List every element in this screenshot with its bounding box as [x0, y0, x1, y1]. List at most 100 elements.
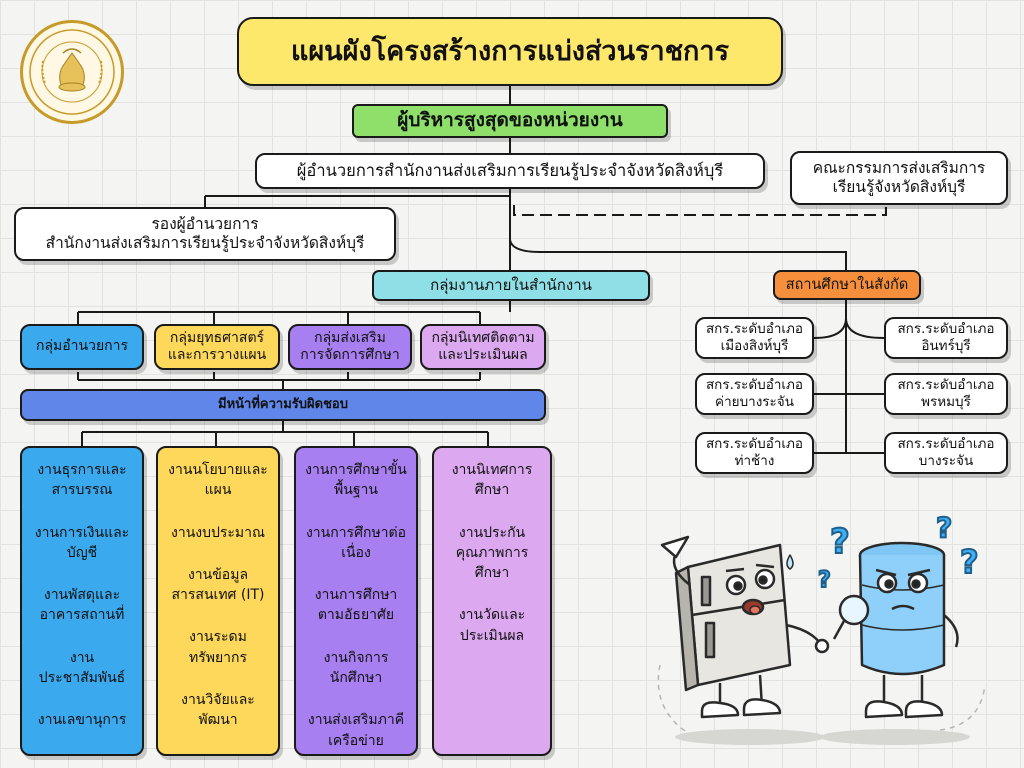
units-header: สถานศึกษาในสังกัด: [773, 270, 921, 300]
duties-column-strategy: งานนโยบายและแผน งานงบประมาณ งานข้อมูลสาร…: [156, 446, 280, 756]
duty-line: งานกิจการ: [323, 649, 389, 666]
duty-line: งานวัดและ: [458, 607, 526, 624]
svg-text:?: ?: [818, 568, 831, 593]
group-label-line1: กลุ่มส่งเสริม: [314, 329, 386, 346]
duty-item: งานประกันคุณภาพการศึกษา: [440, 523, 544, 584]
duty-line: เนื่อง: [341, 544, 371, 561]
responsibility-label: มีหน้าที่ความรับผิดชอบ: [218, 396, 348, 412]
duty-line: งานธุรการและ: [37, 462, 127, 478]
duty-line: ศึกษา: [474, 482, 510, 499]
group-education-promotion: กลุ่มส่งเสริม การจัดการศึกษา: [288, 324, 412, 370]
director-box: ผู้อำนวยการสำนักงานส่งเสริมการเรียนรู้ปร…: [255, 153, 765, 189]
responsibility-bar: มีหน้าที่ความรับผิดชอบ: [20, 389, 546, 421]
duty-line: แผน: [204, 482, 232, 499]
duty-item: งานการศึกษาตามอัธยาศัย: [302, 585, 410, 626]
duty-line: งานระดม: [189, 629, 247, 646]
duty-line: งานพัสดุและ: [43, 587, 121, 604]
duty-line: อาคารสถานที่: [39, 607, 125, 624]
group-administration: กลุ่มอำนวยการ: [20, 324, 144, 370]
group-label-line1: กลุ่มนิเทศติดตาม: [431, 329, 535, 346]
duty-line: สารบรรณ: [51, 482, 113, 499]
duty-line: งาน: [69, 649, 95, 666]
unit-phrom-buri: สกร.ระดับอำเภอ พรหมบุรี: [884, 373, 1008, 415]
unit-mueang-singburi: สกร.ระดับอำเภอ เมืองสิงห์บุรี: [695, 317, 814, 359]
unit-line1: สกร.ระดับอำเภอ: [705, 321, 804, 338]
duties-column-education: งานการศึกษาขั้นพื้นฐาน งานการศึกษาต่อเนื…: [294, 446, 418, 756]
top-executive-box: ผู้บริหารสูงสุดของหน่วยงาน: [352, 104, 668, 138]
committee-box: คณะกรรมการส่งเสริมการ เรียนรู้จังหวัดสิง…: [790, 151, 1008, 205]
duty-line: พื้นฐาน: [334, 482, 378, 499]
duty-line: ศึกษา: [474, 565, 510, 582]
duty-item: งานการศึกษาต่อเนื่อง: [302, 523, 410, 564]
duty-line: งานข้อมูล: [187, 566, 249, 583]
duty-line: งานการศึกษาต่อ: [305, 524, 407, 541]
unit-line2: เมืองสิงห์บุรี: [720, 338, 789, 354]
unit-line2: ท่าช้าง: [734, 453, 775, 469]
page-title: แผนผังโครงสร้างการแบ่งส่วนราชการ: [237, 17, 783, 86]
duty-line: นักศึกษา: [329, 670, 383, 687]
duty-line: สารสนเทศ (IT): [171, 587, 265, 604]
duty-item: งานการศึกษาขั้นพื้นฐาน: [302, 460, 410, 501]
duty-line: งานส่งเสริมภาคี: [307, 712, 405, 729]
unit-line2: อินทร์บุรี: [921, 338, 971, 354]
duty-line: งานประกัน: [458, 524, 526, 541]
group-label-line2: และการวางแผน: [167, 347, 267, 363]
cartoon-characters-illustration: ? ? ? ?: [657, 515, 986, 745]
duty-line: งานเลขานุการ: [37, 712, 127, 729]
duty-item: งานนโยบายและแผน: [164, 460, 272, 501]
deputy-line2: สำนักงานส่งเสริมการเรียนรู้ประจำจังหวัดส…: [45, 234, 365, 252]
duty-line: คุณภาพการ: [455, 544, 529, 561]
internal-group-header: กลุ่มงานภายในสำนักงาน: [372, 270, 650, 301]
duty-line: ประชาสัมพันธ์: [38, 670, 126, 687]
duty-line: งานนิเทศการ: [451, 462, 533, 478]
duty-item: งานธุรการและสารบรรณ: [28, 460, 136, 501]
unit-line2: บางระจัน: [918, 453, 974, 469]
unit-line1: สกร.ระดับอำเภอ: [705, 377, 804, 394]
svg-text:?: ?: [830, 522, 850, 562]
unit-line1: สกร.ระดับอำเภอ: [705, 436, 804, 453]
group-label-line1: กลุ่มอำนวยการ: [35, 338, 129, 355]
committee-line1: คณะกรรมการส่งเสริมการ: [812, 158, 986, 177]
duty-line: งานการศึกษาขั้น: [305, 462, 407, 478]
group-strategy: กลุ่มยุทธศาสตร์ และการวางแผน: [154, 324, 280, 370]
duty-line: งานนโยบายและ: [168, 462, 268, 478]
duty-item: งานพัสดุและอาคารสถานที่: [28, 585, 136, 626]
duty-line: งานการศึกษา: [314, 587, 398, 604]
page-title-text: แผนผังโครงสร้างการแบ่งส่วนราชการ: [290, 35, 730, 67]
duty-item: งานข้อมูลสารสนเทศ (IT): [164, 565, 272, 606]
duty-line: งานงบประมาณ: [171, 524, 265, 541]
duty-item: งานเลขานุการ: [28, 710, 136, 730]
unit-line2: พรหมบุรี: [921, 394, 971, 410]
unit-in-buri: สกร.ระดับอำเภอ อินทร์บุรี: [884, 317, 1008, 359]
internal-group-label: กลุ่มงานภายในสำนักงาน: [430, 276, 592, 295]
duty-line: บัญชี: [66, 544, 98, 561]
deputy-line1: รองผู้อำนวยการ: [151, 214, 259, 233]
duty-item: งานกิจการนักศึกษา: [302, 648, 410, 689]
director-label: ผู้อำนวยการสำนักงานส่งเสริมการเรียนรู้ปร…: [296, 160, 724, 180]
unit-line2: ค่ายบางระจัน: [715, 394, 794, 410]
unit-line1: สกร.ระดับอำเภอ: [897, 436, 995, 453]
svg-text:?: ?: [960, 543, 979, 581]
top-executive-label: ผู้บริหารสูงสุดของหน่วยงาน: [397, 109, 623, 132]
unit-line1: สกร.ระดับอำเภอ: [897, 377, 995, 394]
group-label-line1: กลุ่มยุทธศาสตร์: [169, 329, 265, 346]
duty-line: งานการเงินและ: [34, 524, 130, 541]
duty-line: เครือข่าย: [328, 732, 384, 749]
duty-line: พัฒนา: [198, 712, 238, 729]
duty-line: ทรัพยากร: [188, 649, 248, 666]
agency-logo: [20, 20, 124, 124]
svg-text:?: ?: [936, 515, 952, 544]
group-supervision: กลุ่มนิเทศติดตาม และประเมินผล: [420, 324, 546, 370]
duty-item: งานประชาสัมพันธ์: [28, 648, 136, 689]
unit-tha-chang: สกร.ระดับอำเภอ ท่าช้าง: [695, 432, 814, 474]
duties-column-administration: งานธุรการและสารบรรณ งานการเงินและบัญชี ง…: [20, 446, 144, 756]
duty-item: งานนิเทศการศึกษา: [440, 460, 544, 501]
units-header-label: สถานศึกษาในสังกัด: [785, 276, 909, 293]
group-label-line2: การจัดการศึกษา: [300, 347, 400, 363]
duty-item: งานวิจัยและพัฒนา: [164, 690, 272, 731]
unit-bang-rachan: สกร.ระดับอำเภอ บางระจัน: [884, 432, 1008, 474]
duty-item: งานการเงินและบัญชี: [28, 523, 136, 564]
deputy-director-box: รองผู้อำนวยการ สำนักงานส่งเสริมการเรียนร…: [14, 207, 396, 261]
duty-item: งานส่งเสริมภาคีเครือข่าย: [302, 710, 410, 751]
